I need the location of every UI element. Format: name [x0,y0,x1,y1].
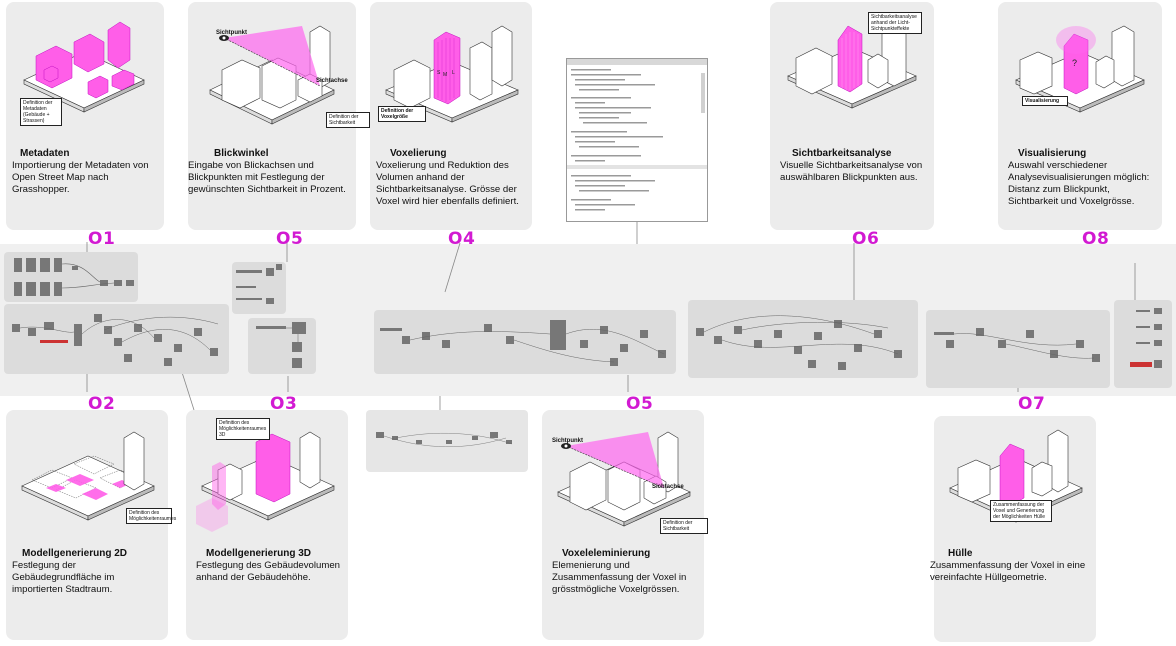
label-sichtachse: Sichtachse [316,78,348,84]
step-number: O8 [1082,229,1110,249]
step-card-voxel-elimination: Sichtpunkt Sichtachse Definition der Sic… [542,410,708,640]
callout-voxel-size: Definition der Voxelgröße [378,106,426,122]
illustration-view-angle [209,25,335,125]
step-title: Blickwinkel [214,148,269,159]
step-description: Voxelierung und Reduktion des Volumen an… [376,160,519,207]
illustration-voxel-elimination [557,431,691,527]
node-group-model-3d [248,318,316,374]
step-title: Voxeleleminierung [562,548,651,559]
node-group-hull [926,310,1110,388]
step-description: Visuelle Sichtbarkeitsanalyse von auswäh… [780,160,923,183]
step-card-model-2d: Definition des Möglichkeitenraumes Model… [6,410,176,640]
step-description: Festlegung des Gebäudevolumen anhand der… [196,560,341,583]
step-card-visualization: ? Visualisierung Visualisierung Auswahl … [998,2,1162,230]
step-number: O5 [276,229,304,249]
voxel-size-label: L [452,70,455,76]
callout-model-2d: Definition des Möglichkeitenraumes [126,508,176,524]
illustration-metadata [23,21,145,113]
node-group-visibility [688,300,918,378]
step-card-view-angle: Sichtpunkt Sichtachse Definition der Sic… [188,2,370,230]
callout-hull: Zusammenfassung der Voxel und Generierun… [990,500,1052,522]
step-title: Voxelierung [390,148,447,159]
step-title: Sichtbarkeitsanalyse [792,148,892,159]
node-group-metadata [4,252,138,302]
step-title: Visualisierung [1018,148,1087,159]
step-card-model-3d: Definition des Möglichkeitenraumes 3D Mo… [186,410,348,640]
step-number: O2 [88,394,116,414]
step-number: O3 [270,394,298,414]
callout-visibility: Definition der Sichtbarkeit [660,518,708,534]
node-group-voxelization [374,310,676,374]
step-description: Festlegung der Gebäudegrundfläche im imp… [12,560,115,595]
callout-metadata: Definition der Metadaten (Gebäude + Stra… [20,98,62,126]
step-number: O5 [626,394,654,414]
step-number: O1 [88,229,116,249]
step-title: Hülle [948,548,973,559]
callout-visibility: Definition der Sichtbarkeit [326,112,370,128]
step-title: Metadaten [20,148,70,159]
step-description: Zusammenfassung der Voxel in eine verein… [930,560,1086,583]
step-number: O4 [448,229,476,249]
illustration-visualization: ? [1015,25,1145,113]
step-card-hull: Zusammenfassung der Voxel und Generierun… [930,416,1096,642]
illustration-model-2d [21,431,155,521]
node-group-view-angle [232,262,286,314]
step-card-metadata: Definition der Metadaten (Gebäude + Stra… [6,2,164,230]
label-sichtpunkt: Sichtpunkt [552,438,583,444]
node-group-model-2d [4,304,229,374]
step-number: O6 [852,229,880,249]
label-sichtpunkt: Sichtpunkt [216,30,247,36]
step-description: Elemenierung und Zusammenfassung der Vox… [552,560,687,595]
question-mark-glyph: ? [1072,58,1077,68]
node-group-visualization [1114,300,1172,388]
voxel-size-label: M [443,72,447,78]
step-card-visibility-analysis: Sichtbarkeitsanalyse anhand der Licht-Si… [770,2,934,230]
step-description: Importierung der Metadaten von Open Stre… [12,160,149,195]
step-title: Modellgenerierung 2D [22,548,128,559]
callout-model-3d: Definition des Möglichkeitenraumes 3D [216,418,270,440]
step-title: Modellgenerierung 3D [206,548,312,559]
step-description: Eingabe von Blickachsen und Blickpunkten… [188,160,346,195]
step-description: Auswahl verschiedener Analysevisualisier… [1008,160,1150,207]
code-editor-window [566,58,708,222]
label-sichtachse: Sichtachse [652,484,684,490]
callout-visualization: Visualisierung [1022,96,1068,106]
voxel-size-label: S [437,70,441,76]
illustration-model-3d [196,431,335,532]
callout-visibility-analysis: Sichtbarkeitsanalyse anhand der Licht-Si… [868,12,922,34]
node-group-voxel-elimination [366,410,528,472]
illustration-visibility [787,25,917,109]
step-number: O7 [1018,394,1046,414]
